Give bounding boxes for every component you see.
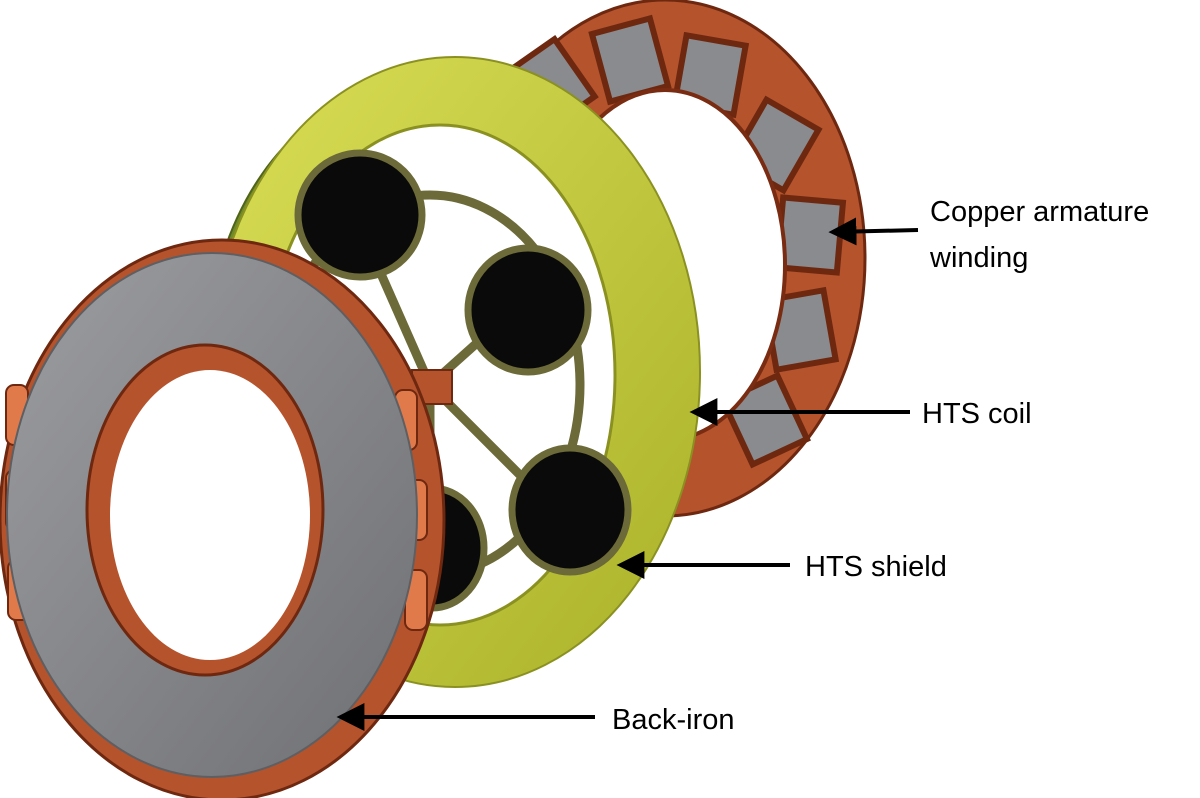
label-hts-coil: HTS coil: [922, 398, 1032, 430]
hts-shield-right: [464, 244, 592, 376]
hts-shield-top: [294, 149, 426, 281]
label-back-iron: Back-iron: [612, 704, 735, 736]
back-iron: [0, 238, 446, 798]
hts-shield-bottom-right: [508, 444, 632, 576]
label-copper-armature-line2: winding: [930, 242, 1029, 274]
label-copper-armature-line1: Copper armature: [930, 196, 1150, 228]
arrow-copper-armature-winding: [828, 217, 919, 246]
armature-teeth: [501, 14, 847, 469]
label-hts-shield: HTS shield: [805, 551, 947, 583]
callout-arrows: [336, 217, 919, 731]
back-iron-opening: [110, 370, 310, 660]
